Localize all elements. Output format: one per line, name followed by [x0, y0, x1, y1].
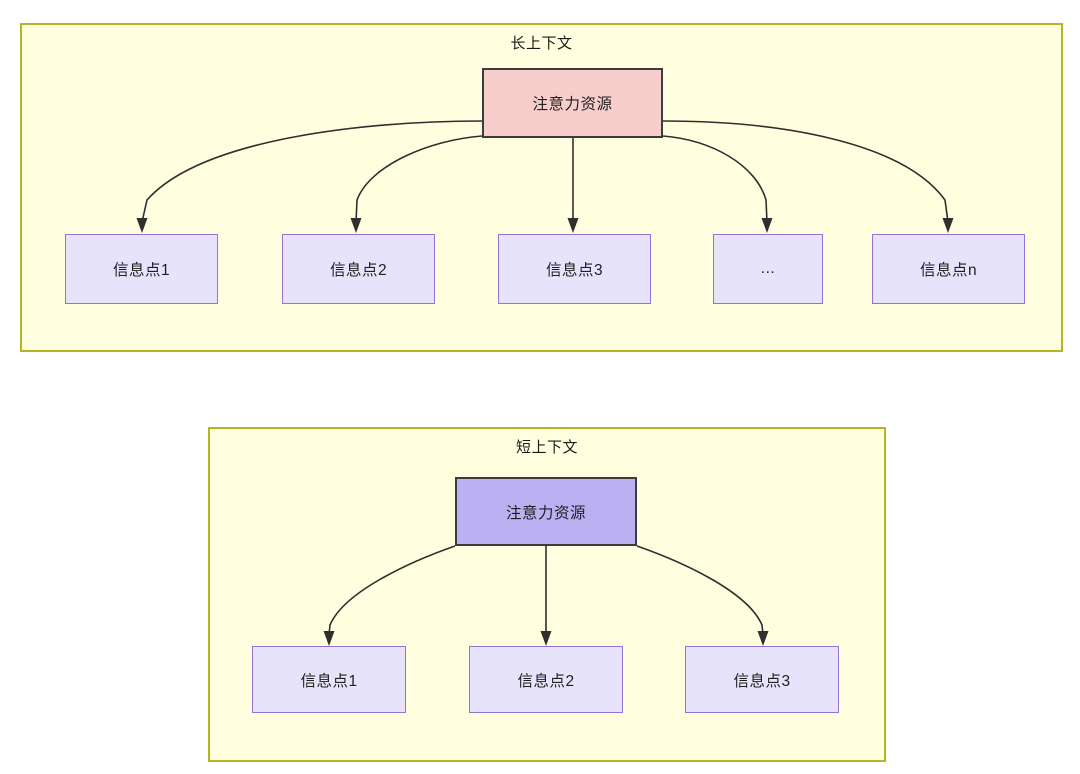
long-context-attention-node[interactable]: 注意力资源	[482, 68, 663, 138]
short-context-info-node-1[interactable]: 信息点1	[252, 646, 406, 713]
short-context-info-label-3: 信息点3	[733, 672, 791, 690]
short-context-attention-label: 注意力资源	[505, 504, 586, 522]
long-context-info-label-ellipsis: ...	[760, 260, 776, 277]
short-context-info-node-2[interactable]: 信息点2	[469, 646, 623, 713]
short-context-info-node-3[interactable]: 信息点3	[685, 646, 839, 713]
long-context-info-label-n: 信息点n	[919, 262, 978, 279]
long-context-info-label-1: 信息点1	[112, 262, 171, 279]
long-context-info-node-n[interactable]: 信息点n	[872, 234, 1025, 304]
long-context-attention-label: 注意力资源	[532, 96, 613, 113]
long-context-info-node-ellipsis[interactable]: ...	[713, 234, 823, 304]
long-context-info-node-2[interactable]: 信息点2	[282, 234, 435, 304]
short-context-info-label-1: 信息点1	[300, 672, 358, 690]
short-context-info-label-2: 信息点2	[517, 672, 575, 690]
long-context-info-label-3: 信息点3	[545, 262, 604, 279]
long-context-info-node-1[interactable]: 信息点1	[65, 234, 218, 304]
long-context-info-label-2: 信息点2	[329, 262, 388, 279]
short-context-attention-node[interactable]: 注意力资源	[455, 477, 637, 546]
short-context-title: 短上下文	[515, 439, 578, 456]
long-context-info-node-3[interactable]: 信息点3	[498, 234, 651, 304]
long-context-title: 长上下文	[510, 35, 573, 52]
